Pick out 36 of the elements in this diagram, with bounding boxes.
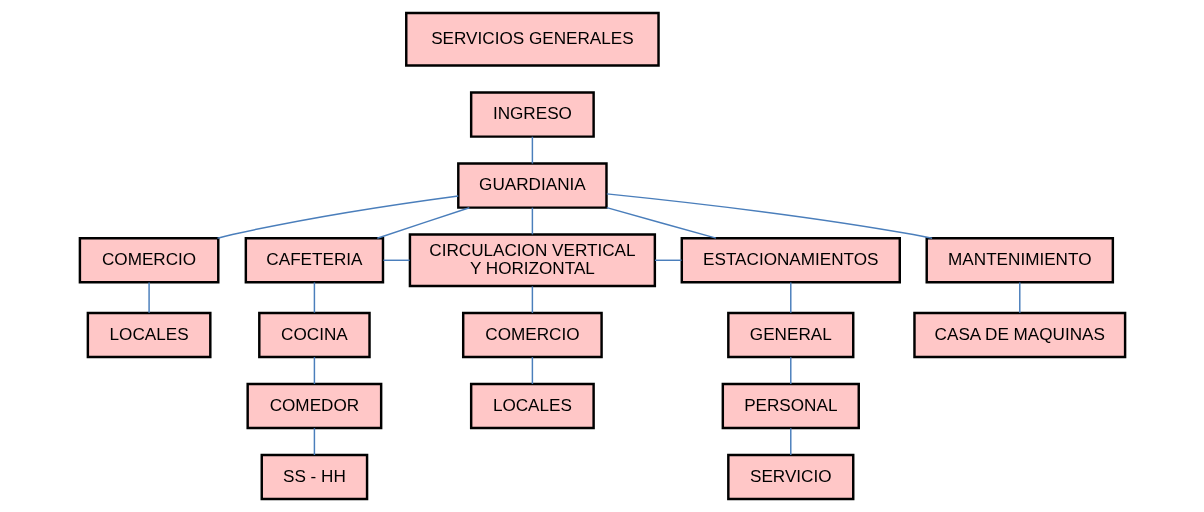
connector [605,206,717,239]
node-box: COCINA [257,311,371,359]
connector [313,427,315,456]
connector [216,195,459,239]
connector [531,136,533,165]
connector [313,356,315,385]
connector [531,356,533,385]
node-box: COMERCIO [78,237,219,284]
connector [605,193,933,239]
connector [376,206,470,239]
node-box: CIRCULACION VERTICAL Y HORIZONTAL [408,233,656,288]
connector [789,427,791,456]
connector [382,259,410,262]
connector [147,281,150,314]
connector [789,281,791,314]
node-box: CAFETERIA [244,237,384,284]
node-box: INGRESO [469,91,595,138]
node-box: SERVICIO [726,453,854,501]
node-box: ESTACIONAMIENTOS [680,237,901,284]
node-box: LOCALES [469,382,595,430]
node-box: MANTENIMIENTO [925,237,1114,284]
connector [653,259,682,262]
node-box: LOCALES [86,311,212,359]
node-box: COMERCIO [461,311,603,359]
node-box: PERSONAL [721,382,860,430]
node-box: GENERAL [726,311,854,359]
connector [531,285,533,314]
node-box: GUARDIANIA [456,162,608,209]
node-box: COMEDOR [245,382,382,430]
node-box: SERVICIOS GENERALES [404,11,660,67]
node-box: SS - HH [260,453,368,501]
connector [1018,281,1021,314]
connector [789,356,791,385]
connector [313,281,315,314]
node-box: CASA DE MAQUINAS [912,311,1126,359]
connector [531,206,533,236]
